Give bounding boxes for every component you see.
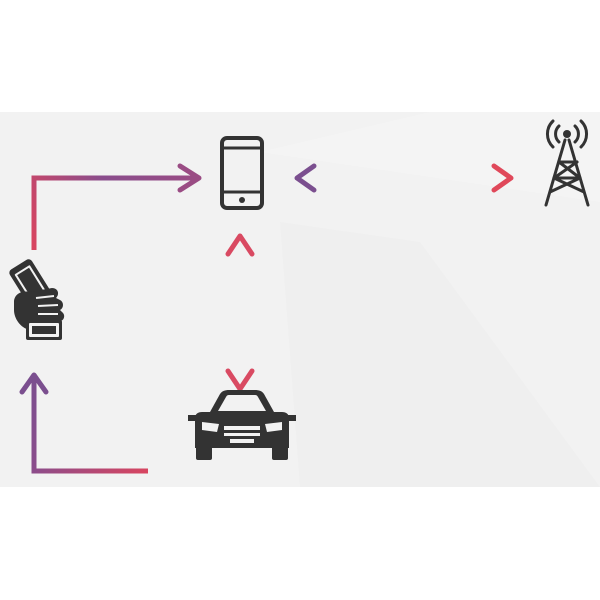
arrow-smartphone-car xyxy=(225,233,255,392)
cell-tower-icon xyxy=(544,119,590,207)
diagram-panel xyxy=(0,112,600,487)
decor-facet xyxy=(260,112,600,202)
arrow-hand-to-smartphone xyxy=(31,163,202,250)
car-icon xyxy=(188,390,296,460)
arrow-smartphone-tower xyxy=(294,163,514,193)
arrow-car-to-hand xyxy=(19,372,148,474)
diagram-svg xyxy=(0,112,600,487)
hand-holding-phone-icon xyxy=(9,259,65,340)
smartphone-icon xyxy=(220,136,264,210)
decor-facet xyxy=(280,222,600,487)
